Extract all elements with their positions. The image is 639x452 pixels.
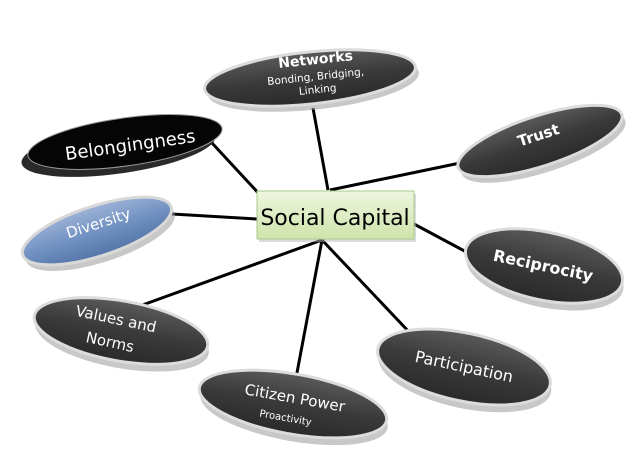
node-citizen-power: Citizen Power Proactivity bbox=[197, 368, 389, 446]
connectors bbox=[136, 107, 471, 379]
connector-networks bbox=[311, 107, 330, 191]
connector-belongingness bbox=[210, 141, 264, 199]
connector-values bbox=[136, 238, 323, 309]
connector-trust bbox=[329, 161, 461, 192]
node-trust: Trust bbox=[456, 103, 626, 183]
networks-sub-line-2: Linking bbox=[298, 82, 337, 98]
connector-reciprocity bbox=[413, 222, 471, 256]
connector-citizen bbox=[294, 239, 324, 379]
center-node: Social Capital bbox=[256, 190, 416, 242]
node-reciprocity: Reciprocity bbox=[463, 227, 625, 311]
connector-participation bbox=[320, 238, 413, 336]
node-participation: Participation bbox=[376, 327, 552, 413]
networks-label: Networks bbox=[277, 48, 353, 72]
connector-diversity bbox=[171, 212, 258, 221]
node-networks: Networks Bonding, Bridging, Linking bbox=[203, 48, 419, 112]
node-values-norms: Values and Norms bbox=[32, 296, 210, 372]
node-belongingness: Belongingness bbox=[21, 114, 223, 177]
center-label: Social Capital bbox=[260, 206, 409, 231]
node-diversity: Diversity bbox=[20, 195, 176, 271]
